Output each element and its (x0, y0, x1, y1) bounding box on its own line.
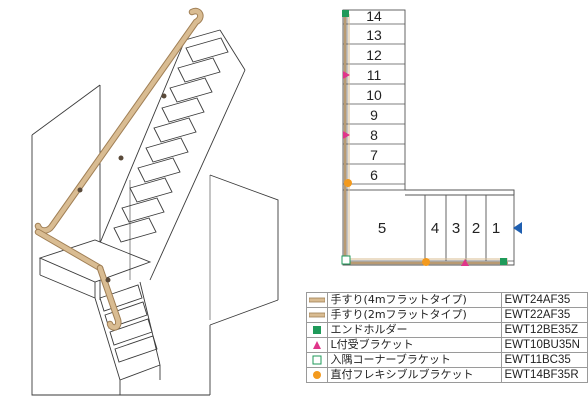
handrail-upper (34, 7, 204, 234)
legend-row: 入隅コーナーブラケット EWT11BC35 (306, 352, 588, 368)
handrail-4m-icon (308, 297, 325, 303)
l-bracket-11 (343, 71, 350, 79)
step-1: 1 (492, 220, 500, 237)
flex-bracket-6 (344, 179, 352, 187)
legend-symbol-cell (306, 337, 328, 353)
step-2: 2 (472, 220, 480, 237)
plan-tread-lines (343, 23, 405, 185)
legend-code: EWT24AF35 (500, 292, 588, 308)
wall-outline-left (31, 135, 90, 396)
handrail-lower (96, 264, 122, 331)
legend-name: 手すり(4mフラットタイプ) (326, 292, 502, 308)
corner-bracket (341, 255, 351, 265)
step-14: 14 (366, 8, 382, 24)
legend-name: 入隅コーナーブラケット (326, 352, 502, 368)
step-4: 4 (431, 220, 439, 237)
plan-step-numbers: 14 13 12 11 10 9 8 7 6 5 4 3 2 1 (366, 8, 500, 237)
legend-table: 手すり(4mフラットタイプ) EWT24AF35 手すり(2mフラットタイプ) … (306, 292, 588, 383)
legend-code: EWT11BC35 (500, 352, 588, 368)
handrail-2m-icon (308, 312, 325, 318)
legend-code: EWT14BF35R (500, 367, 588, 383)
step-13: 13 (366, 27, 382, 43)
illustration-brackets (77, 93, 167, 283)
legend-row: 直付フレキシブルブラケット EWT14BF35R (306, 367, 588, 383)
step-6: 6 (370, 167, 378, 183)
legend-symbol-cell (306, 322, 328, 338)
wall-right (209, 174, 279, 300)
legend-name: エンドホルダー (326, 322, 502, 338)
legend-name: 手すり(2mフラットタイプ) (326, 307, 502, 323)
handrail-landing (34, 228, 104, 272)
upper-stringer-left (94, 39, 186, 256)
step-12: 12 (366, 47, 382, 63)
step-5-landing: 5 (378, 220, 386, 237)
legend-symbol-cell (306, 352, 328, 368)
legend-row: エンドホルダー EWT12BE35Z (306, 322, 588, 338)
end-holder-bottom (500, 258, 507, 265)
green-square-icon (312, 326, 321, 334)
step-8: 8 (370, 127, 378, 143)
upper-treads (113, 37, 229, 243)
step-3: 3 (452, 220, 460, 237)
l-bracket-bottom (461, 259, 469, 266)
legend-code: EWT12BE35Z (500, 322, 588, 338)
step-10: 10 (366, 87, 382, 103)
flex-bracket-bottom (422, 258, 430, 266)
legend-symbol-cell (306, 292, 328, 308)
legend-code: EWT22AF35 (500, 307, 588, 323)
legend-code: EWT10BU35N (500, 337, 588, 353)
step-7: 7 (370, 147, 378, 163)
legend-row: 手すり(2mフラットタイプ) EWT22AF35 (306, 307, 588, 323)
white-square-icon (312, 355, 322, 365)
pink-triangle-icon (312, 341, 321, 349)
plan-upper-flight-box (342, 9, 406, 191)
plan-view (342, 9, 515, 266)
legend-symbol-cell (306, 367, 328, 383)
upper-stringer-right (149, 69, 246, 281)
direction-arrow (513, 222, 522, 234)
wall-top-edge (31, 84, 101, 136)
orange-circle-icon (312, 371, 321, 379)
legend-row: 手すり(4mフラットタイプ) EWT24AF35 (306, 292, 588, 308)
legend-row: L付受ブラケット EWT10BU35N (306, 337, 588, 353)
l-bracket-8 (343, 131, 350, 139)
legend-name: L付受ブラケット (326, 337, 502, 353)
legend-name: 直付フレキシブルブラケット (326, 367, 502, 383)
step-11: 11 (367, 67, 382, 83)
legend-symbol-cell (306, 307, 328, 323)
step-9: 9 (370, 107, 378, 123)
plan-brackets (341, 10, 522, 266)
end-holder-top (342, 10, 349, 17)
